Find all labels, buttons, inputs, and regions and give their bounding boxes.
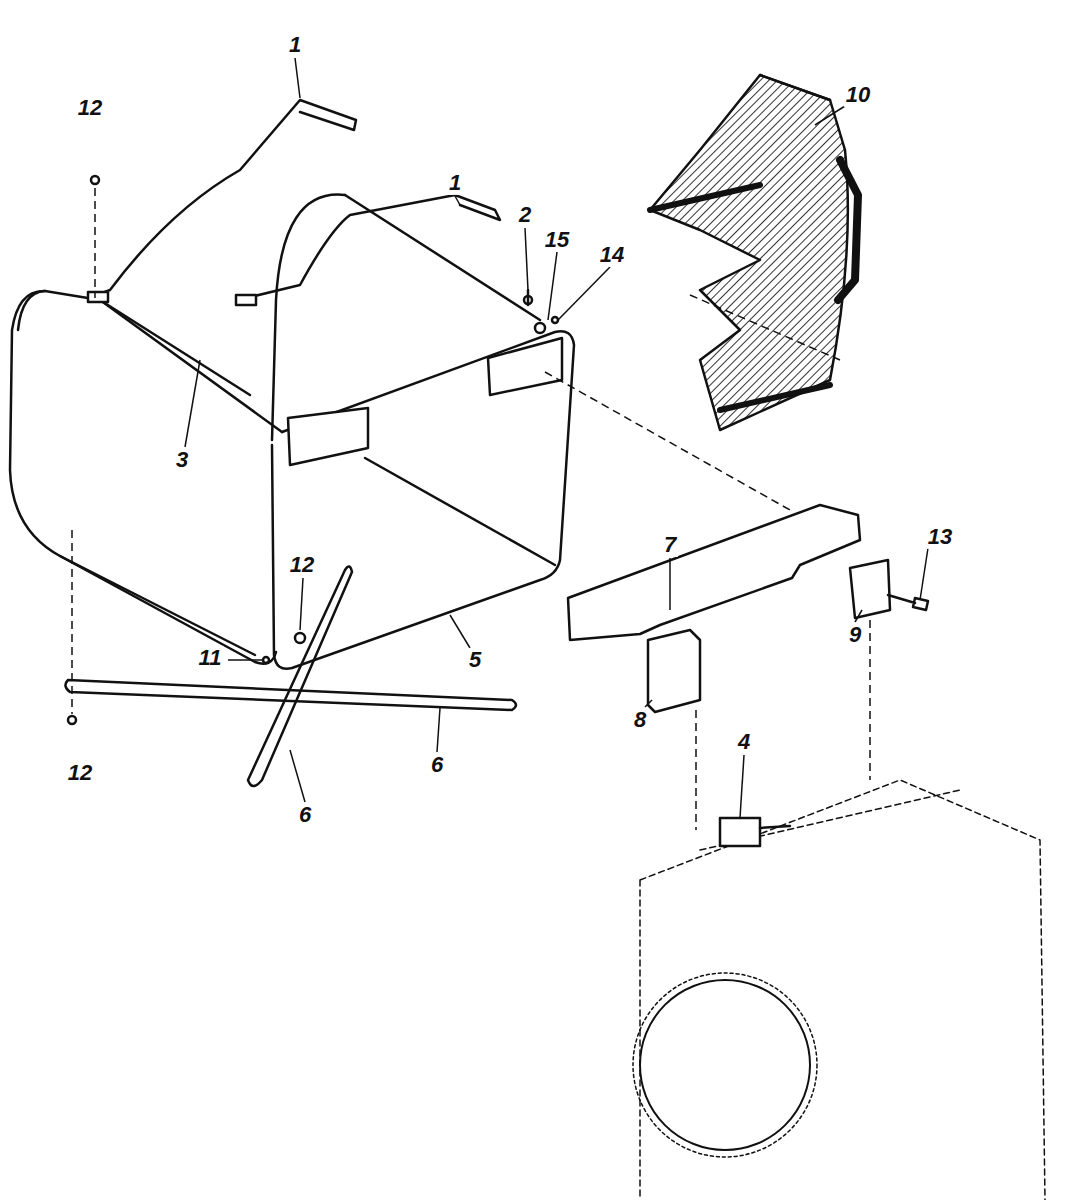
- callout-number: 2: [517, 203, 533, 227]
- callout-number: 1: [287, 33, 303, 57]
- callout-number: 12: [76, 96, 104, 120]
- callout-number: 4: [736, 730, 752, 754]
- callout-number: 9: [847, 623, 863, 647]
- callout-number: 15: [543, 228, 571, 252]
- callout-number: 6: [429, 753, 445, 777]
- callout-number: 11: [197, 646, 224, 670]
- callout-number: 7: [662, 533, 678, 557]
- callout-number: 8: [632, 708, 648, 732]
- callout-number: 14: [598, 243, 626, 267]
- callout-number: 10: [844, 83, 872, 107]
- callout-number: 5: [467, 648, 483, 672]
- callout-number: 12: [66, 761, 94, 785]
- callout-number: 12: [288, 553, 316, 577]
- callout-number: 6: [297, 803, 313, 827]
- callout-number: 1: [447, 171, 463, 195]
- callout-number: 3: [174, 448, 190, 472]
- callout-number: 13: [926, 525, 954, 549]
